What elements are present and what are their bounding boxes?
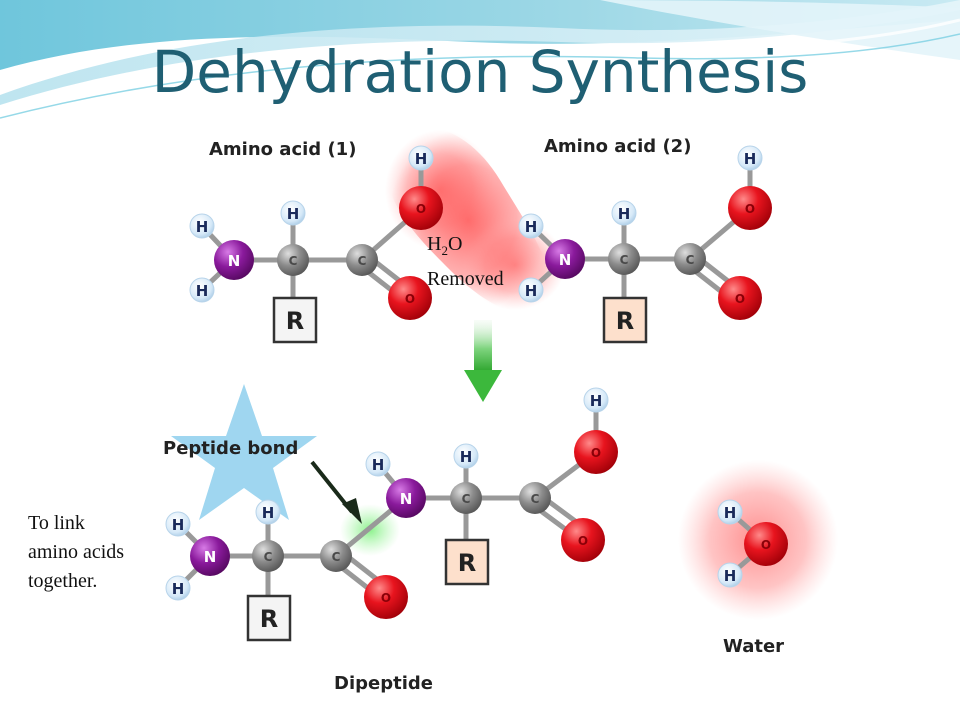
oxygen-atom: O [561, 518, 605, 562]
side-note: To link amino acids together. [28, 509, 124, 596]
carbon-atom-symbol: C [531, 492, 540, 506]
removed-text: Removed [427, 268, 504, 290]
nitrogen-atom: N [545, 239, 585, 279]
nitrogen-atom-symbol: N [559, 251, 572, 269]
hydrogen-atom-symbol: H [525, 218, 538, 236]
oxygen-atom: O [574, 430, 618, 474]
carbon-atom-symbol: C [686, 253, 695, 267]
hydrogen-atom: H [255, 499, 281, 525]
carbon-atom: C [252, 540, 284, 572]
h2o-h: H [427, 233, 442, 255]
hydrogen-atom: H [365, 451, 391, 477]
carbon-atom-symbol: C [289, 254, 298, 268]
hydrogen-atom: H [408, 145, 434, 171]
side-note-line: amino acids [28, 541, 125, 563]
hydrogen-atom-symbol: H [196, 282, 209, 300]
hydrogen-atom: H [611, 200, 637, 226]
side-note-line: together. [28, 570, 98, 592]
dipeptide-label: Dipeptide [334, 673, 433, 694]
hydrogen-atom-symbol: H [196, 218, 209, 236]
oxygen-atom-symbol: O [735, 292, 745, 306]
oxygen-atom: O [728, 186, 772, 230]
h2o-removed-label: H2O Removed [427, 230, 504, 293]
hydrogen-atom: H [518, 277, 544, 303]
nitrogen-atom: N [214, 240, 254, 280]
oxygen-atom-symbol: O [578, 534, 588, 548]
peptide-bond-label: Peptide bond [163, 438, 298, 459]
r-group-symbol: R [260, 605, 278, 633]
hydrogen-atom-symbol: H [618, 205, 631, 223]
hydrogen-atom: H [518, 213, 544, 239]
star-shape [171, 384, 317, 520]
water-label: Water [723, 636, 784, 657]
hydrogen-atom-symbol: H [287, 205, 300, 223]
slide-title: Dehydration Synthesis [151, 38, 809, 106]
r-group-symbol: R [616, 307, 634, 335]
nitrogen-atom: N [386, 478, 426, 518]
hydrogen-atom: H [280, 200, 306, 226]
hydrogen-atom: H [583, 387, 609, 413]
hydrogen-atom: H [737, 145, 763, 171]
oxygen-atom: O [388, 276, 432, 320]
hydrogen-atom-symbol: H [590, 392, 603, 410]
pointer-arrow [310, 460, 362, 524]
h2o-subscript: 2 [441, 243, 448, 258]
amino-acid-2-label: Amino acid (2) [544, 136, 691, 157]
h2o-formula: H2O [427, 230, 504, 265]
carbon-atom: C [277, 244, 309, 276]
carbon-atom-symbol: C [358, 254, 367, 268]
carbon-atom: C [346, 244, 378, 276]
oxygen-atom-symbol: O [591, 446, 601, 460]
down-arrow [464, 320, 502, 402]
r-group-symbol: R [286, 307, 304, 335]
hydrogen-atom-symbol: H [372, 456, 385, 474]
hydrogen-atom-symbol: H [415, 150, 428, 168]
oxygen-atom: O [718, 276, 762, 320]
hydrogen-atom: H [717, 499, 743, 525]
oxygen-atom: O [364, 575, 408, 619]
oxygen-atom-symbol: O [761, 538, 771, 552]
oxygen-atom-symbol: O [416, 202, 426, 216]
hydrogen-atom: H [189, 277, 215, 303]
amino-acid-1-label: Amino acid (1) [209, 139, 356, 160]
hydrogen-atom: H [165, 511, 191, 537]
side-note-line: To link [28, 512, 85, 534]
hydrogen-atom-symbol: H [724, 567, 737, 585]
r-group-symbol: R [458, 549, 476, 577]
carbon-atom: C [519, 482, 551, 514]
hydrogen-atom: H [189, 213, 215, 239]
nitrogen-atom: N [190, 536, 230, 576]
carbon-atom: C [450, 482, 482, 514]
hydrogen-atom: H [453, 443, 479, 469]
oxygen-atom-symbol: O [745, 202, 755, 216]
nitrogen-atom-symbol: N [228, 252, 241, 270]
carbon-atom-symbol: C [462, 492, 471, 506]
hydrogen-atom-symbol: H [172, 580, 185, 598]
oxygen-atom-symbol: O [381, 591, 391, 605]
oxygen-atom: O [744, 522, 788, 566]
carbon-atom-symbol: C [332, 550, 341, 564]
carbon-atom: C [674, 243, 706, 275]
hydrogen-atom-symbol: H [525, 282, 538, 300]
hydrogen-atom: H [717, 562, 743, 588]
carbon-atom-symbol: C [264, 550, 273, 564]
carbon-atom: C [320, 540, 352, 572]
hydrogen-atom-symbol: H [744, 150, 757, 168]
h2o-o: O [447, 233, 463, 255]
hydrogen-atom: H [165, 575, 191, 601]
hydrogen-atom-symbol: H [724, 504, 737, 522]
hydrogen-atom-symbol: H [172, 516, 185, 534]
carbon-atom: C [608, 243, 640, 275]
hydrogen-atom-symbol: H [262, 504, 275, 522]
carbon-atom-symbol: C [620, 253, 629, 267]
hydrogen-atom-symbol: H [460, 448, 473, 466]
nitrogen-atom-symbol: N [400, 490, 413, 508]
oxygen-atom-symbol: O [405, 292, 415, 306]
oxygen-atom: O [399, 186, 443, 230]
nitrogen-atom-symbol: N [204, 548, 217, 566]
